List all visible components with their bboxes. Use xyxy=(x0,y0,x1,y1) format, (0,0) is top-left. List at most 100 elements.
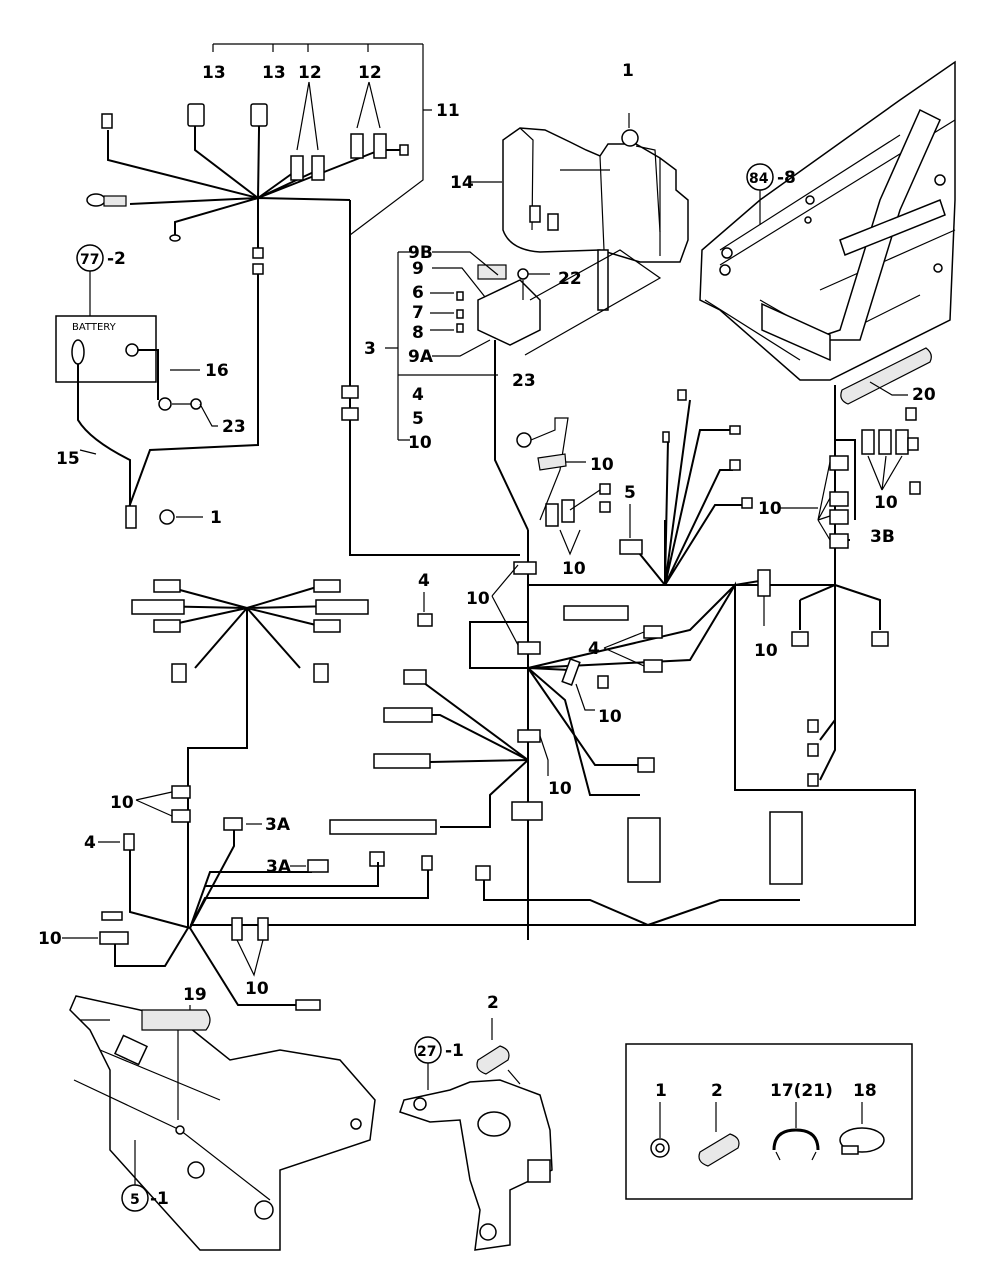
callout-4b: 4 xyxy=(418,571,430,591)
connector-square xyxy=(475,865,491,881)
clip-10k xyxy=(99,931,129,945)
callout-12b: 12 xyxy=(358,63,382,83)
top-left-connector-group: 13 13 12 12 11 xyxy=(86,43,520,556)
frame-hole xyxy=(934,174,946,186)
clip-top xyxy=(101,911,123,921)
sensor-connector xyxy=(153,619,181,633)
connector-3B xyxy=(829,533,849,549)
bracket-27 xyxy=(399,1079,553,1251)
callout-5b: 5 xyxy=(624,483,636,503)
connector-small xyxy=(905,407,917,421)
bracket-grommet xyxy=(477,1111,511,1137)
callout-9A: 9A xyxy=(408,347,434,367)
connector-small xyxy=(599,501,611,513)
callout-20: 20 xyxy=(912,385,936,405)
bracket-hole xyxy=(413,1097,427,1111)
fuse-box-right xyxy=(769,811,803,885)
ref-27: 27 xyxy=(417,1044,436,1060)
callout-22: 22 xyxy=(558,269,582,289)
legend-num-18: 18 xyxy=(853,1081,877,1101)
callout-4-top: 4 xyxy=(412,385,424,405)
frame-crossmember xyxy=(839,199,946,256)
terminal-sleeve xyxy=(103,195,127,207)
connector-13a xyxy=(187,103,205,127)
callout-10k: 10 xyxy=(38,929,62,949)
connector-3A xyxy=(307,859,329,873)
connector-3B xyxy=(829,455,849,471)
bolt-22 xyxy=(517,268,529,280)
nut-1 xyxy=(159,509,175,525)
terminal-8 xyxy=(456,323,464,333)
callout-23a: 23 xyxy=(222,417,246,437)
callout-3A-a: 3A xyxy=(265,815,291,835)
frame-hole xyxy=(804,216,812,224)
connector-tiny xyxy=(729,425,741,435)
sensor-plug xyxy=(171,663,187,683)
connector-12b xyxy=(311,155,325,181)
connector-5b xyxy=(619,539,643,555)
connector-4c xyxy=(643,659,663,673)
connector-small xyxy=(807,773,819,787)
connector-multi xyxy=(563,605,629,621)
connector-4d xyxy=(123,833,135,851)
inline-connector xyxy=(341,407,359,421)
inline-connector xyxy=(341,385,359,399)
connector-small xyxy=(101,113,113,129)
frame-84-group: 84 -8 20 xyxy=(699,60,956,405)
ref-77: 77 xyxy=(80,252,99,268)
callout-5-top: 5 xyxy=(412,409,424,429)
callout-10a: 10 xyxy=(590,455,614,475)
inline-connector xyxy=(252,263,264,275)
battery-group: 77 -2 BATTERY 16 23 15 1 xyxy=(55,244,246,529)
legend-num-1: 1 xyxy=(655,1081,667,1101)
frame-hole xyxy=(933,263,943,273)
connector-small xyxy=(597,675,609,689)
connector-4b xyxy=(417,613,433,627)
frame-5-group: 19 5 -1 xyxy=(69,985,376,1251)
terminal xyxy=(399,144,409,156)
connector-tiny xyxy=(729,459,741,471)
battery-label: BATTERY xyxy=(72,322,117,333)
connector-block xyxy=(373,753,431,769)
frame-hole-large xyxy=(254,1200,274,1220)
clip-10-trunk xyxy=(517,729,541,743)
callout-11: 11 xyxy=(436,101,460,121)
callout-10c: 10 xyxy=(562,559,586,579)
sensor-connector xyxy=(313,579,341,593)
chassis-frame-84 xyxy=(699,60,956,381)
connector-3B xyxy=(829,491,849,507)
ref-5: 5 xyxy=(130,1192,140,1208)
left-harness: 10 4 3A 3A 10 10 xyxy=(38,579,429,1011)
connector-small xyxy=(907,437,919,451)
center-connector-cluster: 23 10 10 5 10 10 4 4 10 xyxy=(329,371,753,881)
clip-10i xyxy=(561,658,581,686)
frame-bolt xyxy=(721,247,733,259)
callout-12a: 12 xyxy=(298,63,322,83)
callout-10i: 10 xyxy=(598,707,622,727)
connector-square xyxy=(637,757,655,773)
legend-box: 1 2 17(21) 18 xyxy=(625,1043,913,1200)
connector-clip xyxy=(757,569,771,597)
callout-2: 2 xyxy=(487,993,499,1013)
legend-num-2: 2 xyxy=(711,1081,723,1101)
clip-10b xyxy=(561,499,575,523)
connector-tiny xyxy=(677,389,687,401)
bracket-slot xyxy=(529,205,541,223)
connector-small xyxy=(807,719,819,733)
frame-hole xyxy=(175,1125,185,1135)
legend-num-17-21: 17(21) xyxy=(770,1081,833,1101)
connector-3A xyxy=(223,817,243,831)
legend-protector-icon xyxy=(698,1133,740,1167)
bracket-hole xyxy=(479,1223,497,1241)
callout-1b: 1 xyxy=(210,508,222,528)
callout-7: 7 xyxy=(412,303,424,323)
connector-small xyxy=(909,481,921,495)
connector-12d xyxy=(373,133,387,159)
callout-10d: 10 xyxy=(758,499,782,519)
callout-3B: 3B xyxy=(870,527,895,547)
callout-10-top: 10 xyxy=(408,433,432,453)
callout-13a: 13 xyxy=(202,63,226,83)
clip-10-trunk xyxy=(513,561,537,575)
callout-9B: 9B xyxy=(408,243,433,263)
